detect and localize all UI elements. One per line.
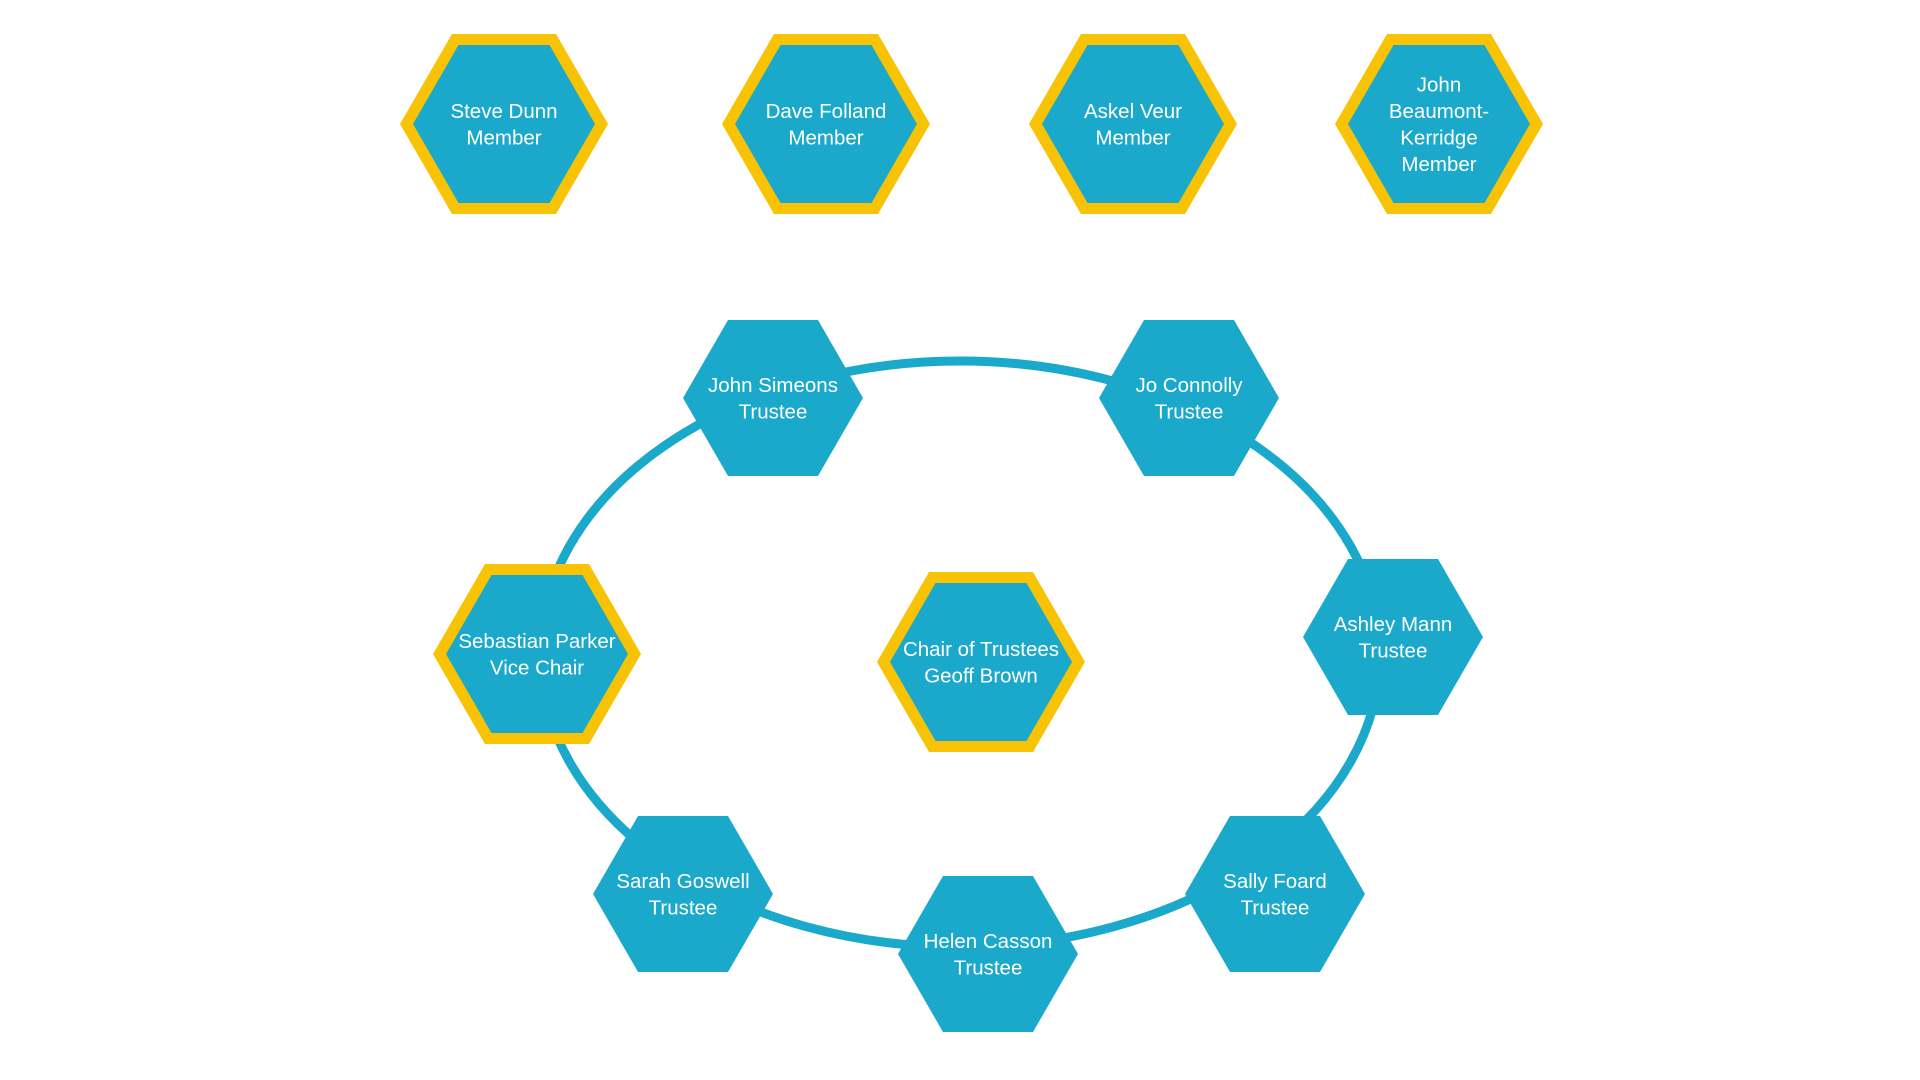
hex-label-line: Beaumont-	[1389, 100, 1489, 123]
hex-shape	[593, 816, 773, 972]
hex-label-line: Chair of Trustees	[903, 638, 1059, 661]
hex-label-line: Trustee	[1241, 896, 1310, 919]
hex-label-line: Trustee	[1359, 639, 1428, 662]
hex-label-line: Trustee	[954, 956, 1023, 979]
hex-label-line: Trustee	[1155, 400, 1224, 423]
hex-label-line: Sally Foard	[1223, 870, 1327, 893]
hex-shape	[1303, 559, 1483, 715]
hex-label-line: Vice Chair	[490, 656, 584, 679]
hex-shape	[898, 876, 1078, 1032]
hex-label-line: Kerridge	[1400, 126, 1478, 149]
hex-shape	[735, 45, 917, 203]
hex-shape	[1348, 45, 1530, 203]
hex-label-line: Trustee	[649, 896, 718, 919]
hex-label-line: John Simeons	[708, 374, 838, 397]
hex-shape	[683, 320, 863, 476]
hex-label-line: Helen Casson	[924, 930, 1053, 953]
hex-label-line: Askel Veur	[1084, 100, 1182, 123]
hex-label-line: Ashley Mann	[1334, 613, 1453, 636]
hex-label-line: Dave Folland	[766, 100, 887, 123]
hex-label-line: Member	[788, 126, 863, 149]
hex-label-line: Jo Connolly	[1135, 374, 1243, 397]
hex-shape	[1099, 320, 1279, 476]
hex-label-line: Member	[1401, 153, 1476, 176]
hex-label-line: Geoff Brown	[924, 664, 1038, 687]
hex-label-line: Steve Dunn	[450, 100, 557, 123]
hex-shape	[1185, 816, 1365, 972]
hex-label-line: Sarah Goswell	[616, 870, 749, 893]
hex-shape	[1042, 45, 1224, 203]
hex-shape	[446, 575, 628, 733]
hex-label-line: Trustee	[739, 400, 808, 423]
hex-label-line: Member	[466, 126, 541, 149]
hex-label-line: Sebastian Parker	[458, 630, 615, 653]
hex-label-line: John	[1417, 73, 1461, 96]
hex-shape	[890, 583, 1072, 741]
hex-label-line: Member	[1095, 126, 1170, 149]
hex-shape	[413, 45, 595, 203]
